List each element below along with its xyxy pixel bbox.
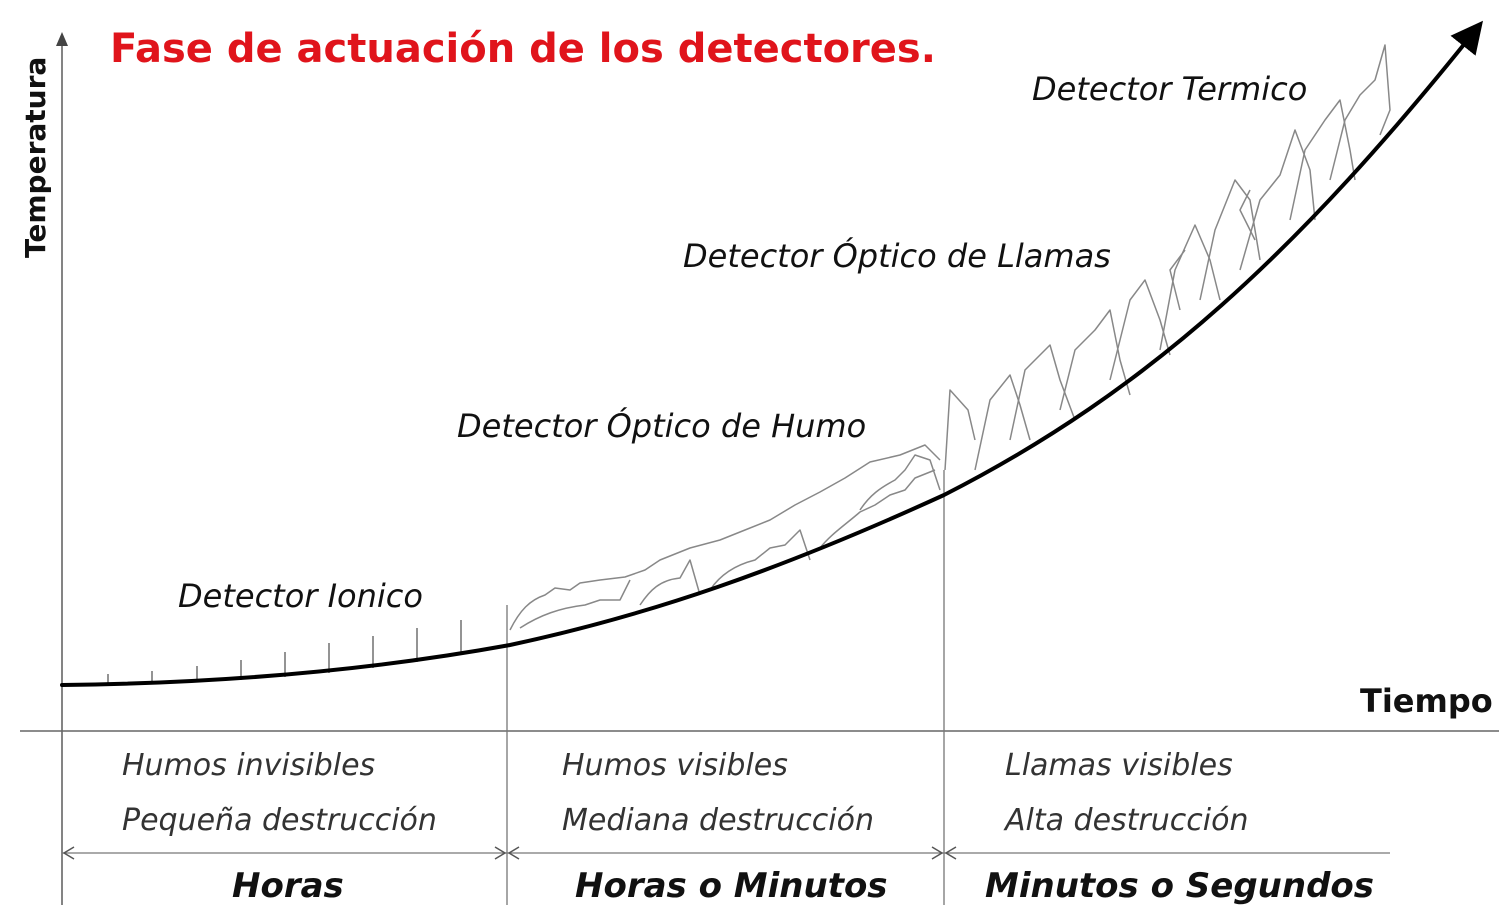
- flames: [944, 44, 1391, 471]
- phase-3-line1: Llamas visibles: [1005, 748, 1233, 783]
- phase-2-line1: Humos visibles: [562, 748, 788, 783]
- smoke-wisps: [509, 444, 941, 631]
- y-axis-label: Temperatura: [19, 57, 52, 258]
- duration-arrow-icons: [62, 846, 957, 860]
- diagram-title: Fase de actuación de los detectores.: [110, 26, 936, 72]
- phase-2-line2: Mediana destrucción: [562, 803, 874, 838]
- detector-label-thermal: Detector Termico: [1032, 70, 1307, 108]
- period-label-minutes-seconds: Minutos o Segundos: [985, 866, 1374, 905]
- temperature-curve: [60, 20, 1483, 687]
- phase-1-line1: Humos invisibles: [122, 748, 375, 783]
- x-axis-label: Tiempo: [1360, 682, 1493, 720]
- detector-label-smoke: Detector Óptico de Humo: [457, 406, 866, 445]
- period-label-hours: Horas: [232, 866, 344, 905]
- detector-label-ionic: Detector Ionico: [178, 577, 423, 615]
- phase-1-line2: Pequeña destrucción: [122, 803, 437, 838]
- y-axis-arrow-icon: [56, 32, 68, 46]
- phase-3-line2: Alta destrucción: [1003, 803, 1248, 838]
- detector-label-flame: Detector Óptico de Llamas: [683, 236, 1111, 275]
- period-label-hours-minutes: Horas o Minutos: [575, 866, 888, 905]
